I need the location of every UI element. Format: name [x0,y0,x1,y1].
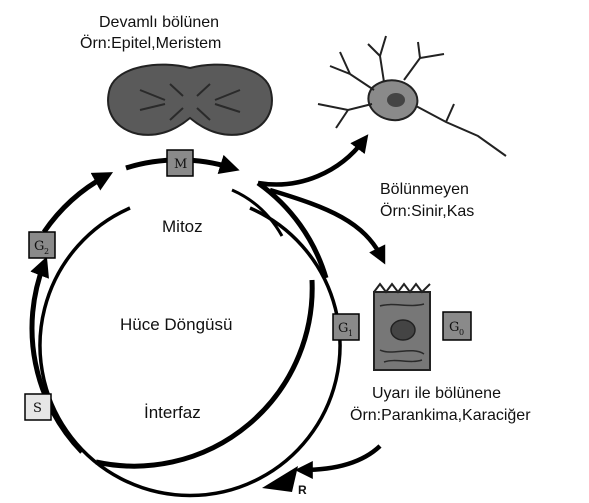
cycle-label: Hüce Döngüsü [120,315,232,334]
phase-label-s: S [33,401,42,416]
phase-sub-g1: 1 [348,329,353,338]
restriction-label: R [298,483,307,497]
neuron-cell-image [317,35,507,157]
cycle-arc-g2-m [41,172,114,234]
phase-box-g1: G 1 [332,313,360,341]
stimulus-title: Uyarı ile bölünene [372,385,501,402]
restriction-point-marker [262,466,298,492]
dividing-title: Devamlı bölünen [99,14,219,31]
nondividing-example: Örn:Sinir,Kas [380,202,474,220]
inner-arc-mitosis [231,188,284,237]
cycle-arc-g1-s [95,279,315,469]
dividing-example: Örn:Epitel,Meristem [80,34,221,52]
liver-cell-image [373,282,431,371]
phase-box-g0: G 0 [442,311,472,341]
nondividing-title: Bölünmeyen [380,181,469,198]
phase-box-s: S [24,393,52,421]
interphase-label: İnterfaz [144,403,201,422]
arrow-to-nondividing [257,134,369,187]
inner-cycle-circle [38,206,342,498]
phase-box-m: M [166,149,194,177]
arrow-to-restriction [294,444,382,479]
dividing-cell-image [107,63,273,136]
mitosis-label: Mitoz [162,217,203,236]
phase-label-g0: G [449,320,459,335]
phase-label-m: M [174,157,187,172]
arrow-to-g1 [269,187,386,265]
phase-sub-g2: 2 [44,247,49,256]
phase-label-g2: G [34,239,44,254]
stimulus-example: Örn:Parankima,Karaciğer [350,406,531,424]
cycle-arc-m-g1 [256,180,329,279]
phase-sub-g0: 0 [459,328,464,337]
phase-box-g2: G 2 [28,231,56,259]
phase-label-g1: G [338,321,348,336]
